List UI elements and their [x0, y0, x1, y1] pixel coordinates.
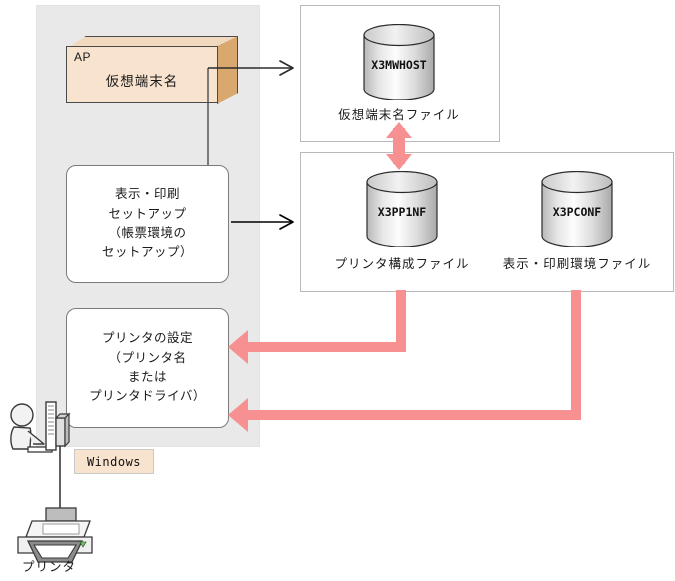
cylinder-printer-config-file: X3PP1NF [366, 171, 438, 247]
printer-icon [17, 507, 93, 563]
printer-set-line-1: プリンタの設定 [101, 331, 193, 346]
ap-box-title: 仮想端末名 [105, 74, 179, 89]
ap-box-side-face [217, 36, 238, 104]
cylinder-label-x3pconf: X3PCONF [552, 205, 602, 219]
printer-set-line-2: （プリンタ名 [108, 350, 187, 365]
printer-settings-text: プリンタの設定 （プリンタ名 または プリンタドライバ） [89, 329, 206, 407]
setup-line-4: セットアップ） [101, 245, 193, 260]
setup-line-3: （帳票環境の [108, 226, 187, 240]
cylinder-label-x3pp1nf: X3PP1NF [377, 205, 427, 219]
caption-printer-config-file: プリンタ構成ファイル [334, 257, 470, 271]
ap-box-tag: AP [74, 50, 92, 64]
printer-set-line-3: または [127, 370, 167, 384]
thick-arrow-env-to-printer-settings [228, 290, 581, 432]
ap-box-front-face [66, 46, 218, 103]
cylinder-virtual-terminal-name-file: X3MWHOST [363, 24, 435, 100]
printer-set-line-4: プリンタドライバ） [89, 389, 206, 404]
cylinder-label-x3mwhost: X3MWHOST [371, 58, 427, 72]
os-badge-windows: Windows [74, 449, 154, 474]
cylinder-display-print-env-file: X3PCONF [541, 171, 613, 247]
caption-printer: プリンタ [22, 560, 77, 574]
caption-display-print-env-file: 表示・印刷環境ファイル [502, 257, 652, 271]
os-badge-label: Windows [86, 454, 142, 469]
setup-line-1: 表示・印刷 [114, 187, 180, 202]
display-print-setup-text: 表示・印刷 セットアップ （帳票環境の セットアップ） [102, 185, 193, 263]
caption-virtual-terminal-name-file: 仮想端末名ファイル [338, 108, 460, 122]
database-cylinder-icon [366, 171, 438, 247]
database-cylinder-icon [363, 24, 435, 100]
database-cylinder-icon [541, 171, 613, 247]
setup-line-2: セットアップ [108, 206, 187, 221]
ap-application-box: AP 仮想端末名 [66, 36, 238, 104]
display-print-setup-box: 表示・印刷 セットアップ （帳票環境の セットアップ） [66, 165, 229, 283]
printer-settings-box: プリンタの設定 （プリンタ名 または プリンタドライバ） [66, 308, 229, 428]
